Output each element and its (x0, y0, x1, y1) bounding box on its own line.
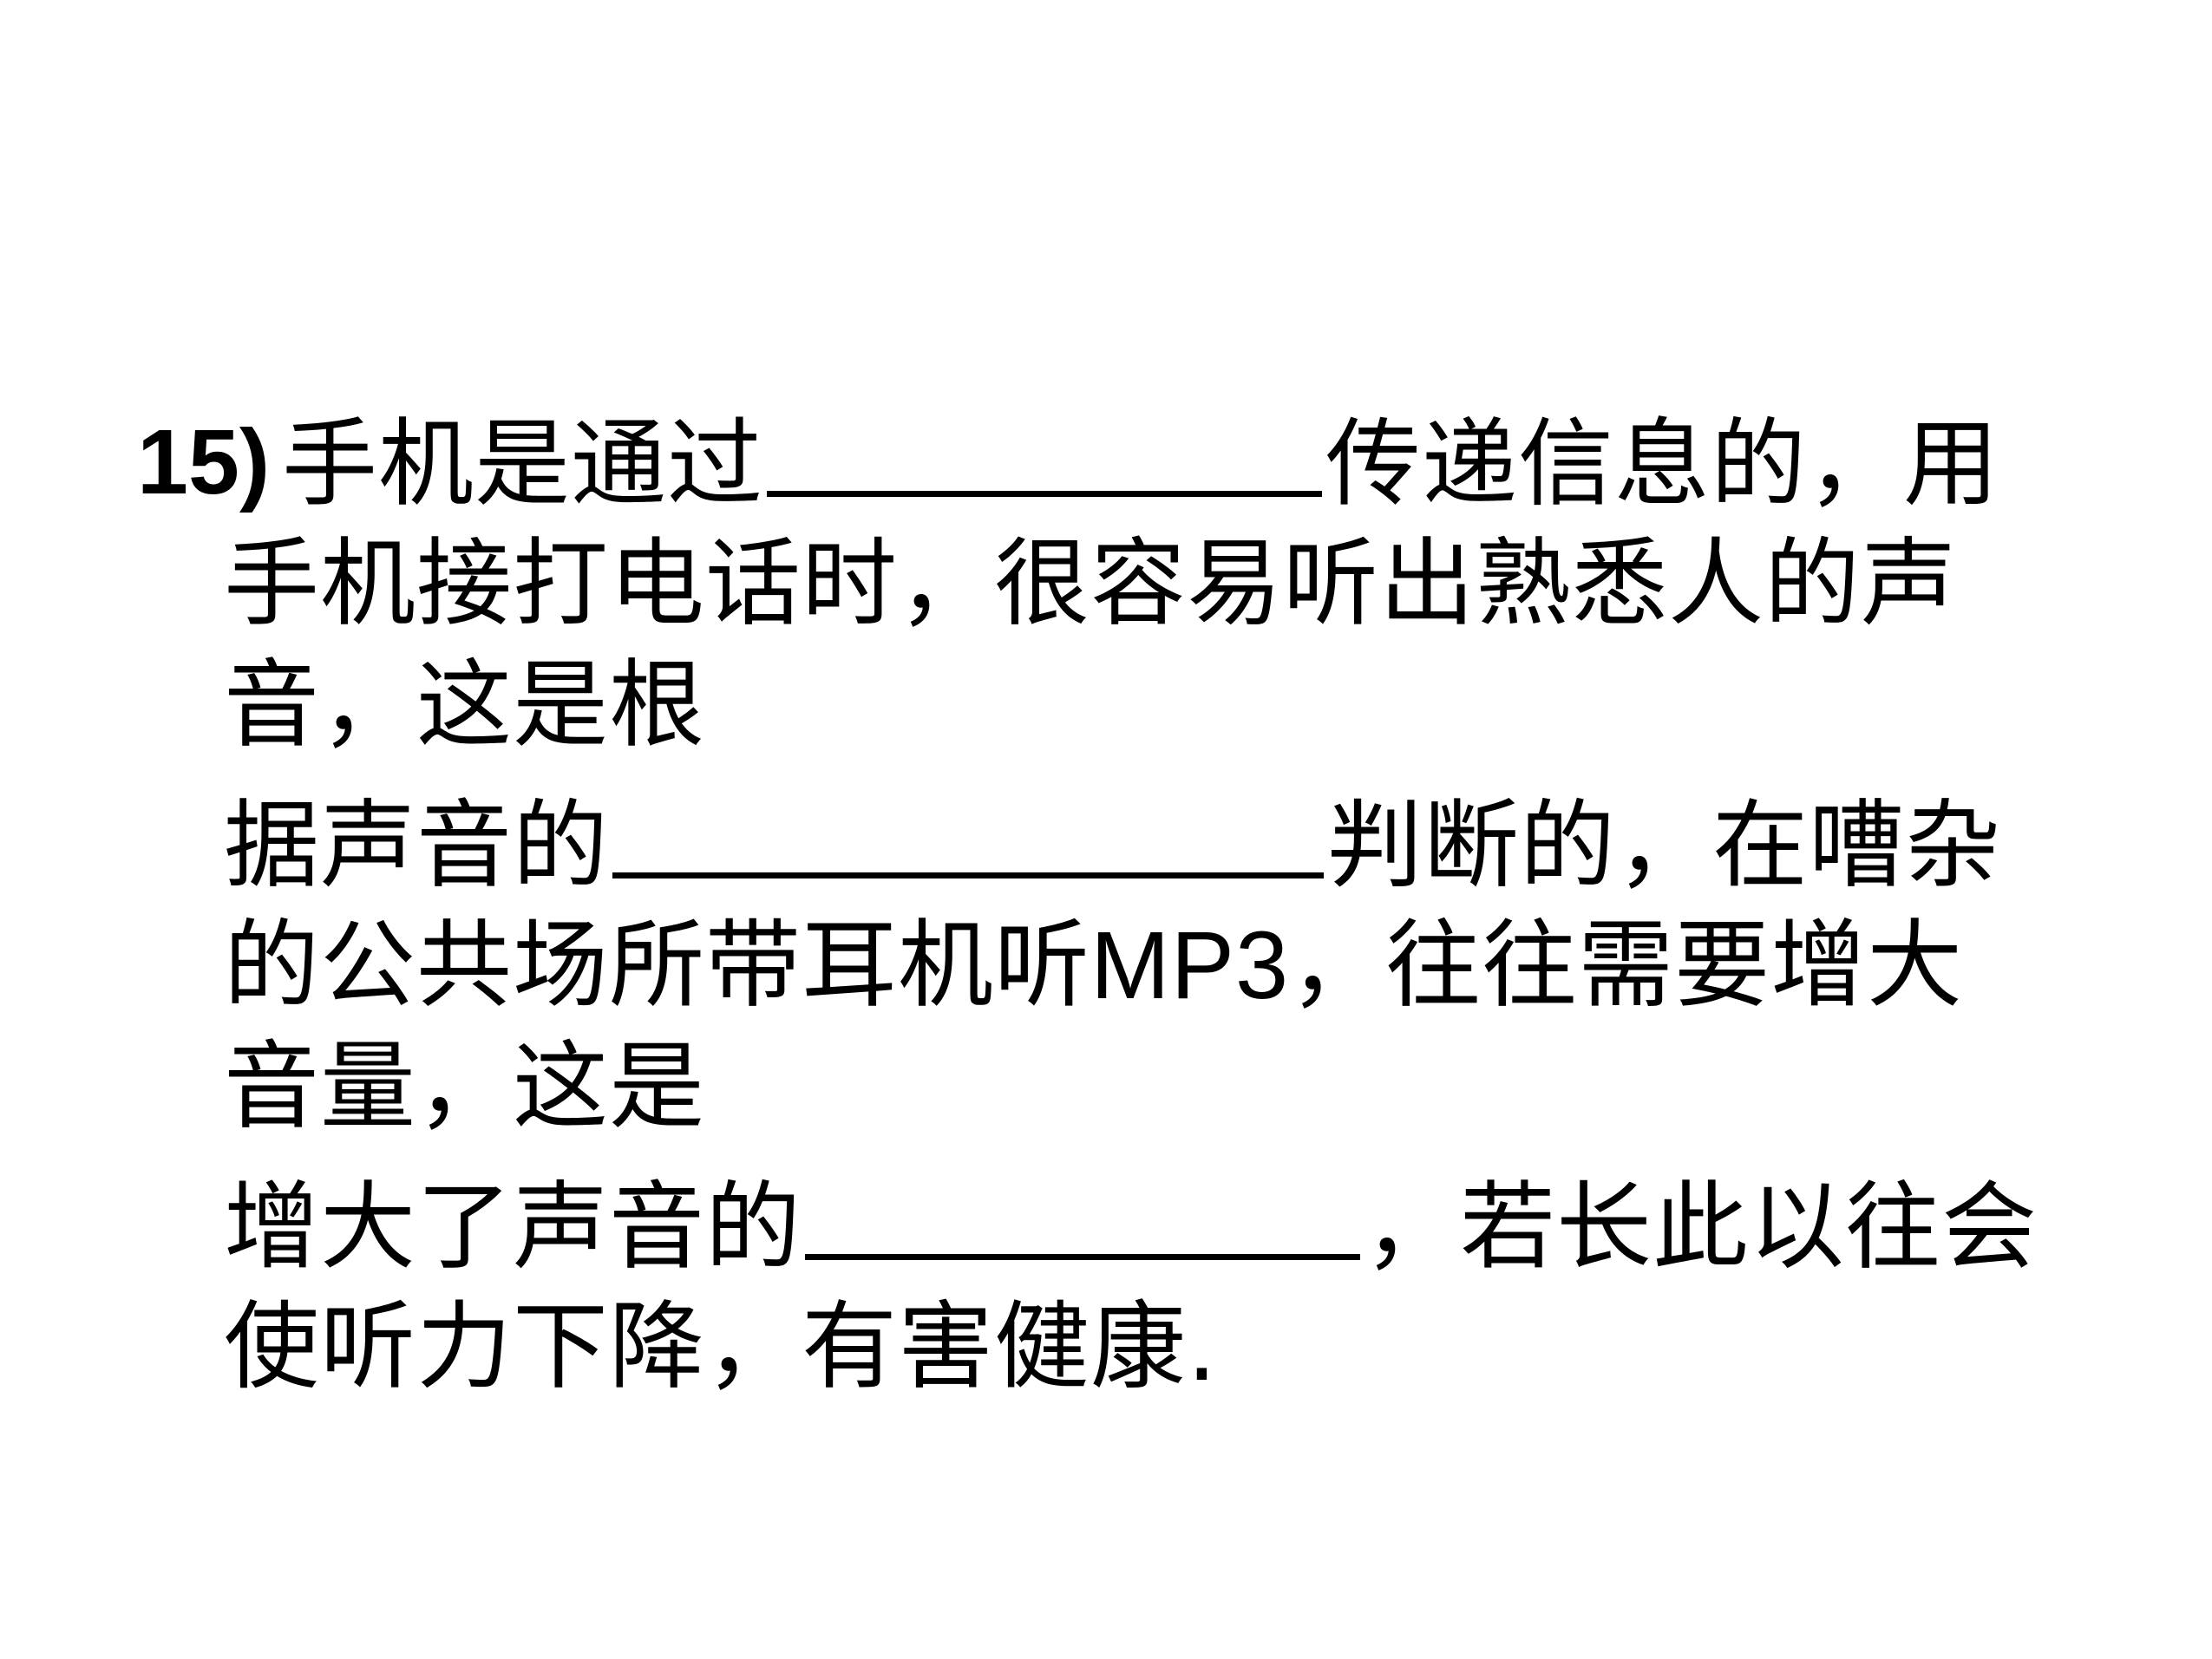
line-4-text-b: 判断的，在嘈杂 (1327, 790, 2001, 901)
line-1-text-b: 传递信息的，用 (1325, 408, 1999, 519)
answer-blank-2[interactable] (612, 789, 1324, 878)
line-5-mp3: MP3 (1090, 912, 1290, 1019)
question-line-6: 音量，这是 (224, 1032, 705, 1141)
question-line-2: 手机接打电话时，很容易听出熟悉人的声 (224, 529, 1957, 638)
line-4-text-a: 据声音的 (224, 790, 609, 901)
answer-blank-3[interactable] (805, 1171, 1360, 1260)
line-7-text-b: ，若长此以往会 (1364, 1172, 2038, 1283)
question-line-3: 音，这是根 (224, 650, 705, 760)
question-line-8: 使听力下降，有害健康. (224, 1292, 1218, 1401)
question-line-1: 手机是通过 传递信息的，用 (282, 408, 1999, 519)
line-1-text-a: 手机是通过 (282, 408, 763, 519)
question-line-5: 的公共场所带耳机听MP3，往往需要增大 (224, 911, 1963, 1021)
question-line-7: 增大了声音的 ，若长此以往会 (224, 1171, 2038, 1282)
line-5-text-b: ，往往需要增大 (1289, 910, 1964, 1021)
question-number: 15) (137, 411, 271, 513)
question-line-4: 据声音的 判断的，在嘈杂 (224, 789, 2001, 900)
line-8-text: 使听力下降，有害健康. (224, 1291, 1218, 1402)
line-3-text: 音，这是根 (224, 650, 705, 761)
line-7-text-a: 增大了声音的 (224, 1172, 802, 1283)
line-2-text: 手机接打电话时，很容易听出熟悉人的声 (224, 528, 1957, 639)
line-6-text: 音量，这是 (224, 1031, 705, 1142)
answer-blank-1[interactable] (767, 408, 1322, 497)
line-5-text-a: 的公共场所带耳机听 (224, 910, 1090, 1021)
